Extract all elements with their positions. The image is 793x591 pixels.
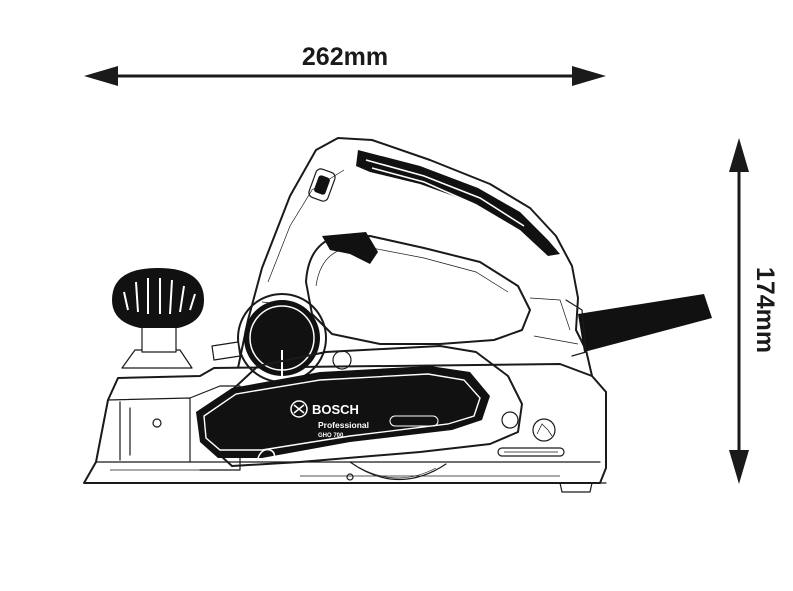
brand-name: BOSCH [312,402,359,417]
serial-plate [497,447,565,457]
trigger-switch[interactable] [322,232,378,264]
arrow-up-icon [729,138,749,172]
height-dimension: 174mm [729,138,779,484]
model-plate [389,415,439,427]
width-label: 262mm [302,43,388,71]
height-label: 174mm [751,267,779,353]
model-name: GHO 700 [318,433,344,439]
handle-grip [356,150,560,256]
main-housing [237,137,593,377]
safety-label-icon [532,418,556,442]
front-shoe [107,397,191,463]
planer-illustration: BOSCH Professional GHO 700 [83,137,712,493]
cover-screw-top [332,350,352,370]
arrow-left-icon [84,66,118,86]
arrow-right-icon [572,66,606,86]
front-screw [152,418,162,428]
product-line: Professional [318,420,369,430]
arrow-down-icon [729,450,749,484]
blade-drum [349,461,447,481]
knob-cap-icon [112,268,204,328]
handle-opening [305,235,531,345]
rear-foot [559,482,593,493]
power-cord [565,294,712,357]
depth-adjustment-knob[interactable] [112,268,204,369]
width-dimension: 262mm [84,43,606,86]
base-plate [83,363,607,484]
cover-screw-bottom [501,411,519,429]
rear-screw [346,473,354,481]
